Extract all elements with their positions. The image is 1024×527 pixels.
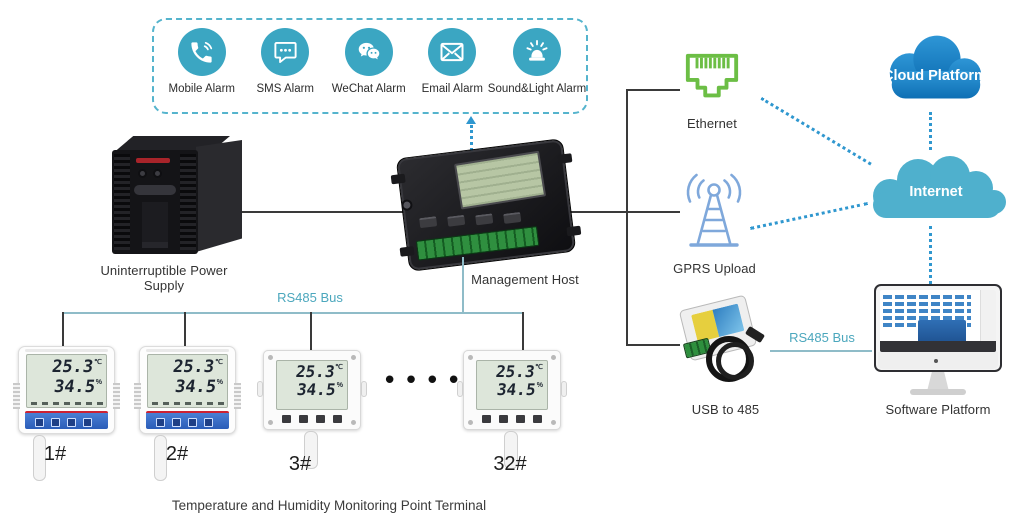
sensor-number-3: 3# (288, 453, 312, 475)
sensor-terminal-32: 25.3℃ 34.5% (457, 350, 567, 469)
envelope-icon (428, 28, 477, 76)
sensor-lcd: 25.3℃ 34.5% (147, 354, 228, 408)
temp-reading: 25.3 (494, 362, 536, 381)
sensor-button-strip (25, 411, 108, 429)
alarm-label: SMS Alarm (256, 83, 314, 95)
usb485-label: USB to 485 (691, 402, 760, 417)
alarm-label: Sound&Light Alarm (487, 83, 587, 95)
sms-bubble-icon (261, 28, 310, 76)
management-host-device (390, 138, 582, 272)
sensor-number-32: 32# (493, 453, 527, 475)
alarm-label: WeChat Alarm (331, 83, 406, 95)
rs485-bus-left-label: RS485 Bus (277, 290, 343, 305)
sensor-probe (154, 435, 167, 481)
line-trunk-usb485 (626, 344, 680, 346)
ethernet-label: Ethernet (687, 116, 737, 131)
monitor-screen (880, 290, 996, 352)
sensor-terminal-3: 25.3℃ 34.5% (257, 350, 367, 469)
line-ups-host (236, 211, 410, 213)
phone-icon (177, 28, 226, 76)
alarm-label: Email Alarm (421, 83, 483, 95)
internet-cloud-icon: Internet (860, 148, 1012, 230)
cloud-platform-label: Cloud Platform (883, 68, 987, 84)
line-host-bus (462, 257, 464, 314)
dotted-host-alarms (470, 125, 473, 151)
dotted-gprs-internet (750, 202, 869, 230)
siren-icon (513, 28, 561, 76)
ethernet-icon (680, 50, 744, 113)
temp-reading: 25.3 (294, 362, 336, 381)
alarm-item-sms: SMS Alarm (244, 28, 328, 95)
wechat-icon (344, 28, 393, 76)
dotted-ethernet-internet (760, 97, 872, 166)
line-host-gprs (566, 211, 680, 213)
rs485-bus-right-label: RS485 Bus (789, 330, 855, 345)
gprs-antenna-icon (678, 165, 750, 262)
gprs-label: GPRS Upload (673, 261, 756, 276)
humidity-reading: 34.5 (495, 380, 538, 399)
alarm-item-email: Email Alarm (411, 28, 495, 95)
line-trunk-ethernet (626, 89, 680, 91)
drop-sensor-2 (184, 312, 186, 348)
humidity-reading: 34.5 (52, 377, 97, 397)
dotted-cloud-internet (929, 112, 932, 150)
alarm-label: Mobile Alarm (168, 83, 235, 95)
sensor-terminal-2: 25.3℃ 34.5% (134, 346, 241, 481)
line-right-trunk (626, 89, 628, 346)
temp-reading: 25.3 (171, 357, 216, 377)
drop-sensor-3 (310, 312, 312, 352)
alarm-item-mobile: Mobile Alarm (160, 28, 244, 95)
ups-device (104, 136, 254, 260)
sensor-number-1: 1# (43, 443, 67, 465)
drop-sensor-1 (62, 312, 64, 348)
internet-label: Internet (909, 184, 963, 200)
sensor-button-strip (146, 411, 229, 429)
humidity-reading: 34.5 (295, 380, 338, 399)
sensor-lcd: 25.3℃ 34.5% (276, 360, 348, 410)
host-label: Management Host (471, 272, 579, 287)
humidity-reading: 34.5 (173, 377, 218, 397)
sensor-terminal-1: 25.3℃ 34.5% (13, 346, 120, 481)
sensor-lcd: 25.3℃ 34.5% (26, 354, 107, 408)
dotted-internet-software (929, 226, 932, 284)
alarm-item-wechat: WeChat Alarm (327, 28, 411, 95)
sensor-lcd: 25.3℃ 34.5% (476, 360, 548, 410)
usb-485-converter (672, 294, 782, 398)
alarm-item-soundlight: Sound&Light Alarm (488, 28, 586, 95)
drop-sensor-32 (522, 312, 524, 352)
sensor-number-2: 2# (165, 443, 189, 465)
sensor-probe (504, 431, 518, 469)
alarm-group-box: Mobile Alarm SMS Alarm WeChat Alarm (152, 18, 588, 114)
diagram-caption: Temperature and Humidity Monitoring Poin… (171, 498, 487, 513)
software-platform-monitor (874, 284, 1002, 400)
temp-reading: 25.3 (50, 357, 95, 377)
software-label: Software Platform (885, 402, 991, 417)
ups-label: Uninterruptible Power Supply (100, 263, 228, 293)
sensor-probe (304, 431, 318, 469)
arrow-host-to-alarms (466, 116, 476, 124)
rs485-right-line (770, 350, 872, 352)
cloud-platform-icon: Cloud Platform (876, 28, 994, 116)
rs485-bus-line (62, 312, 524, 314)
sensor-probe (33, 435, 46, 481)
